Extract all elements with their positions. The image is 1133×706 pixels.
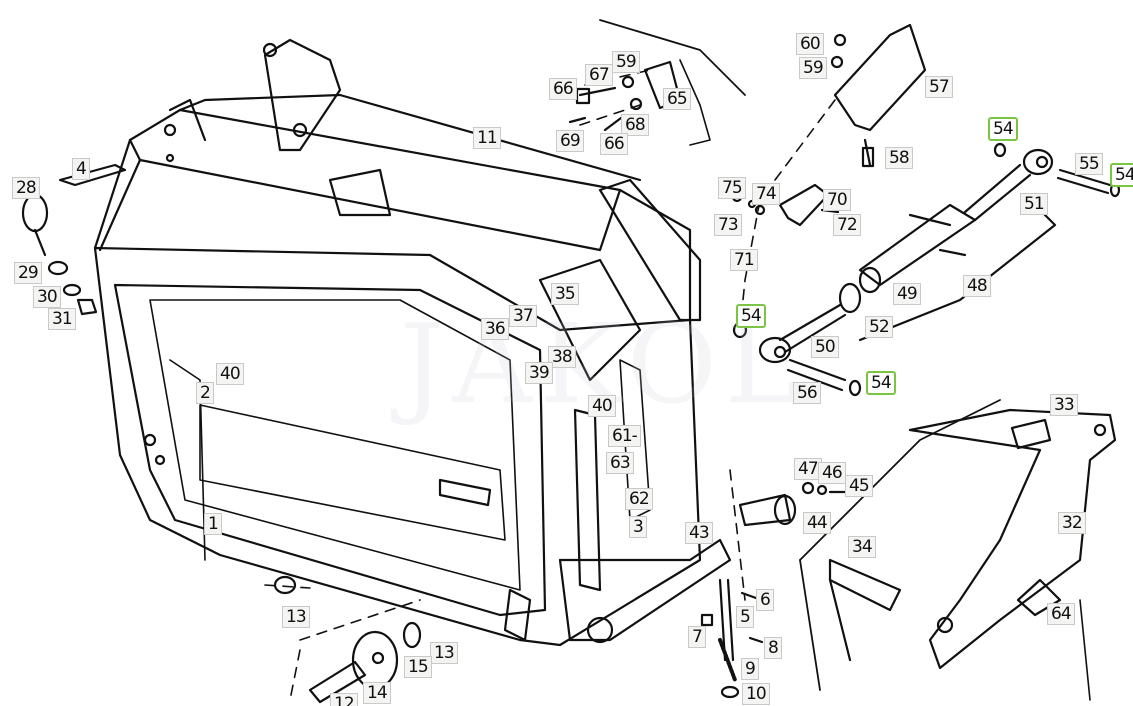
part-label-66[interactable]: 66 (600, 133, 628, 155)
part-label-74[interactable]: 74 (752, 183, 780, 205)
main-frame (93, 38, 732, 647)
part-label-32[interactable]: 32 (1058, 512, 1086, 534)
cylinder-assembly (732, 142, 1121, 397)
lever-plate (731, 23, 927, 227)
part-label-54-highlighted[interactable]: 54 (1110, 163, 1133, 187)
part-label-67[interactable]: 67 (585, 64, 613, 86)
part-label-10[interactable]: 10 (742, 683, 770, 705)
part-label-33[interactable]: 33 (1050, 394, 1078, 416)
part-label-29[interactable]: 29 (14, 262, 42, 284)
part-label-46[interactable]: 46 (818, 462, 846, 484)
part-label-40[interactable]: 40 (216, 363, 244, 385)
part-label-48[interactable]: 48 (963, 275, 991, 297)
part-label-28[interactable]: 28 (12, 177, 40, 199)
part-label-58[interactable]: 58 (885, 147, 913, 169)
part-label-50[interactable]: 50 (811, 336, 839, 358)
part-label-1[interactable]: 1 (204, 513, 222, 535)
part-label-61[interactable]: 61- (608, 425, 641, 447)
part-label-8[interactable]: 8 (764, 637, 782, 659)
part-label-57[interactable]: 57 (925, 76, 953, 98)
part-label-75[interactable]: 75 (718, 177, 746, 199)
part-label-44[interactable]: 44 (803, 512, 831, 534)
part-label-15[interactable]: 15 (404, 656, 432, 678)
part-label-43[interactable]: 43 (685, 522, 713, 544)
part-label-72[interactable]: 72 (833, 214, 861, 236)
part-label-56[interactable]: 56 (793, 382, 821, 404)
part-label-59[interactable]: 59 (799, 57, 827, 79)
part-label-35[interactable]: 35 (551, 283, 579, 305)
part-label-51[interactable]: 51 (1020, 193, 1048, 215)
part-label-70[interactable]: 70 (823, 189, 851, 211)
part-label-49[interactable]: 49 (893, 283, 921, 305)
part-label-30[interactable]: 30 (33, 286, 61, 308)
part-label-60[interactable]: 60 (796, 33, 824, 55)
part-label-55[interactable]: 55 (1075, 153, 1103, 175)
part-label-31[interactable]: 31 (48, 308, 76, 330)
part-label-4[interactable]: 4 (72, 158, 90, 180)
part-label-11[interactable]: 11 (473, 127, 501, 149)
part-label-14[interactable]: 14 (363, 682, 391, 704)
part-label-66[interactable]: 66 (549, 78, 577, 100)
part-label-6[interactable]: 6 (756, 589, 774, 611)
part-label-54-highlighted[interactable]: 54 (866, 371, 896, 395)
part-label-62[interactable]: 62 (625, 488, 653, 510)
part-label-7[interactable]: 7 (688, 626, 706, 648)
part-label-5[interactable]: 5 (736, 606, 754, 628)
part-label-37[interactable]: 37 (509, 305, 537, 327)
part-label-38[interactable]: 38 (548, 346, 576, 368)
part-label-12[interactable]: 12 (330, 693, 358, 706)
part-label-13[interactable]: 13 (430, 642, 458, 664)
part-label-65[interactable]: 65 (663, 88, 691, 110)
part-label-54-highlighted[interactable]: 54 (988, 117, 1018, 141)
part-label-64[interactable]: 64 (1047, 603, 1075, 625)
part-label-71[interactable]: 71 (730, 249, 758, 271)
side-guard (799, 399, 1117, 701)
part-label-13[interactable]: 13 (282, 606, 310, 628)
pin-parts (700, 481, 847, 699)
part-label-73[interactable]: 73 (714, 214, 742, 236)
part-label-59[interactable]: 59 (612, 51, 640, 73)
part-label-39[interactable]: 39 (525, 362, 553, 384)
part-label-2[interactable]: 2 (196, 382, 214, 404)
part-label-3[interactable]: 3 (629, 516, 647, 538)
shaft-parts (273, 575, 422, 704)
part-label-69[interactable]: 69 (556, 130, 584, 152)
part-label-45[interactable]: 45 (845, 475, 873, 497)
part-label-34[interactable]: 34 (848, 536, 876, 558)
part-label-68[interactable]: 68 (621, 114, 649, 136)
part-label-9[interactable]: 9 (741, 658, 759, 680)
part-label-54-highlighted[interactable]: 54 (736, 304, 766, 328)
dashed-leader-lines (264, 69, 836, 701)
part-label-52[interactable]: 52 (865, 316, 893, 338)
part-label-40[interactable]: 40 (588, 395, 616, 417)
part-label-36[interactable]: 36 (481, 318, 509, 340)
part-label-63[interactable]: 63 (606, 452, 634, 474)
